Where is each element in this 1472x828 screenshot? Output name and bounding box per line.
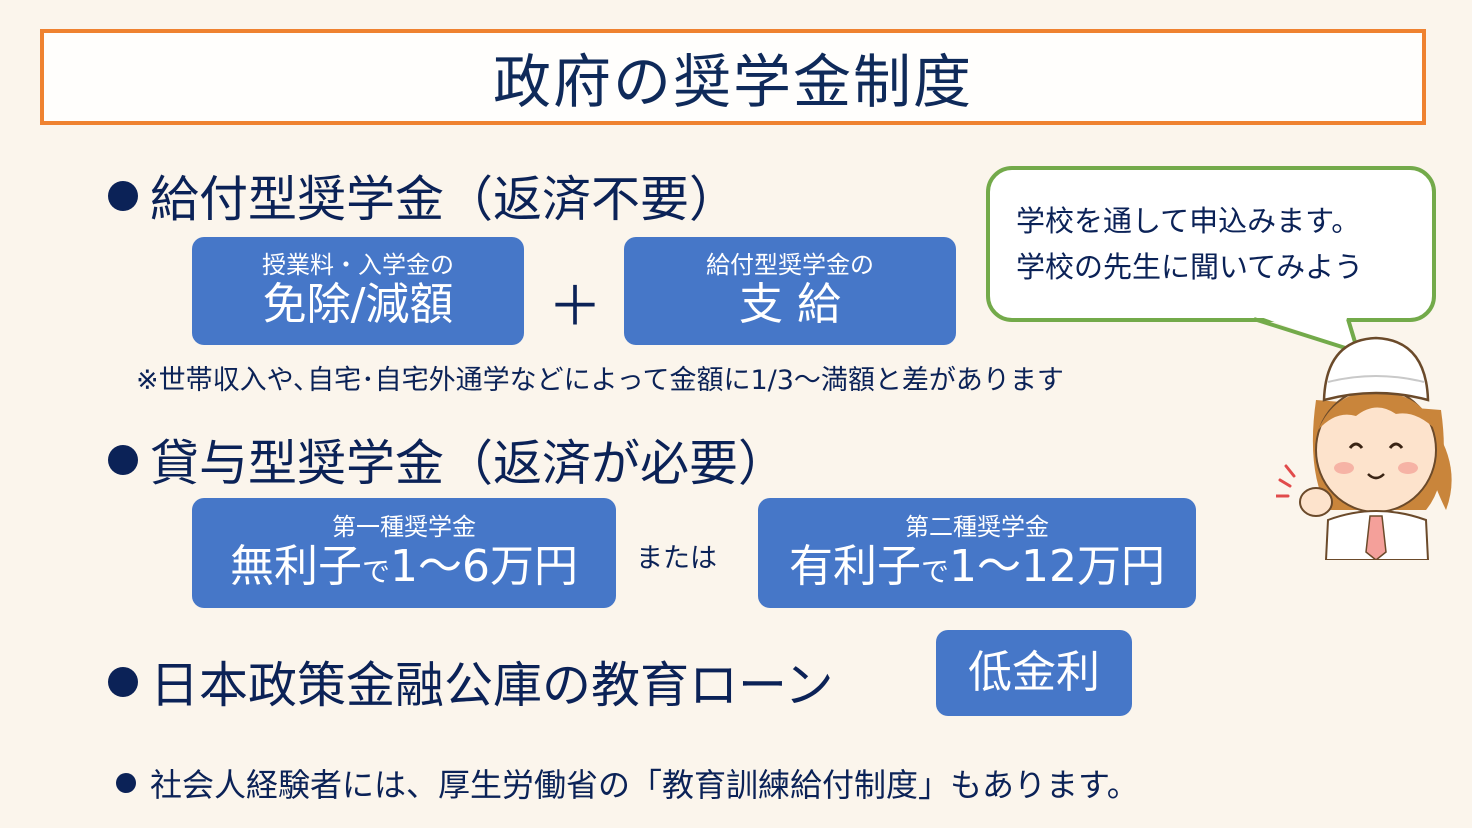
loan-heading: 貸与型奨学金（返済が必要） — [108, 424, 787, 495]
income-note: ※世帯収入や､自宅･自宅外通学などによって金額に1/3～満額と差があります — [136, 365, 1064, 396]
bullet-icon — [108, 444, 138, 475]
title-banner: 政府の奨学金制度 — [40, 29, 1426, 125]
footer-note: 社会人経験者には、厚生労働省の「教育訓練給付制度」もあります。 — [116, 760, 1139, 806]
jfc-heading: 日本政策金融公庫の教育ローン — [108, 646, 834, 717]
page-title: 政府の奨学金制度 — [492, 48, 973, 116]
grant-payment-box: 給付型奨学金の 支 給 — [624, 237, 956, 345]
type2-loan-sub: 第二種奨学金 — [905, 512, 1049, 541]
loan-heading-text: 貸与型奨学金（返済が必要） — [150, 435, 788, 492]
bullet-icon — [108, 666, 138, 697]
tuition-exemption-sub: 授業料・入学金の — [262, 250, 454, 279]
grant-heading: 給付型奨学金（返済不要） — [108, 160, 738, 231]
tuition-exemption-main: 免除/減額 — [262, 278, 454, 330]
bubble-line-2: 学校の先生に聞いてみよう — [1016, 250, 1364, 284]
grant-payment-main: 支 給 — [739, 278, 841, 330]
bullet-icon — [116, 773, 136, 793]
low-interest-badge: 低金利 — [936, 630, 1132, 716]
footer-text: 社会人経験者には、厚生労働省の「教育訓練給付制度」もあります。 — [150, 766, 1139, 804]
speech-bubble: 学校を通して申込みます。 学校の先生に聞いてみよう — [986, 166, 1436, 322]
grant-heading-text: 給付型奨学金（返済不要） — [150, 171, 739, 228]
grant-payment-sub: 給付型奨学金の — [706, 250, 874, 279]
jfc-heading-text: 日本政策金融公庫の教育ローン — [150, 657, 834, 714]
bubble-line-1: 学校を通して申込みます。 — [1016, 204, 1361, 238]
nurse-character-illustration — [1276, 336, 1452, 560]
bullet-icon — [108, 180, 138, 211]
tuition-exemption-box: 授業料・入学金の 免除/減額 — [192, 237, 524, 345]
low-interest-text: 低金利 — [968, 646, 1100, 698]
type1-loan-box: 第一種奨学金 無利子で1～6万円 — [192, 498, 616, 608]
type1-loan-main: 無利子で1～6万円 — [229, 540, 578, 592]
or-label: または — [636, 543, 717, 574]
plus-sign: ＋ — [548, 275, 602, 338]
type1-loan-sub: 第一種奨学金 — [332, 512, 476, 541]
type2-loan-box: 第二種奨学金 有利子で1～12万円 — [758, 498, 1196, 608]
type2-loan-main: 有利子で1～12万円 — [789, 540, 1165, 592]
